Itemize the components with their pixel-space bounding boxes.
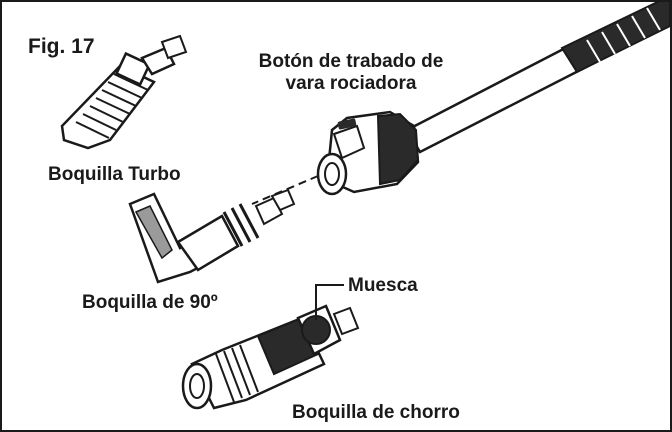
lock-button-label-line1: Botón de trabado de [258, 51, 444, 72]
figure-label: Fig. 17 [28, 35, 95, 58]
notch-label: Muesca [348, 275, 418, 296]
jet-nozzle [181, 304, 360, 410]
notch-leader-line [315, 284, 344, 320]
jet-nozzle-label: Boquilla de chorro [292, 402, 460, 423]
lock-button-label-line2: vara rociadora [285, 73, 417, 94]
turbo-nozzle [60, 34, 188, 150]
nozzle-90 [128, 188, 296, 284]
turbo-nozzle-label: Boquilla Turbo [48, 164, 181, 185]
wand-lock-collar [316, 110, 420, 196]
spray-wand [405, 2, 670, 154]
nozzle-90-label: Boquilla de 90º [82, 292, 218, 313]
lock-button-label: Botón de trabado de vara rociadora [232, 51, 470, 95]
alignment-dashed-line [251, 175, 319, 205]
